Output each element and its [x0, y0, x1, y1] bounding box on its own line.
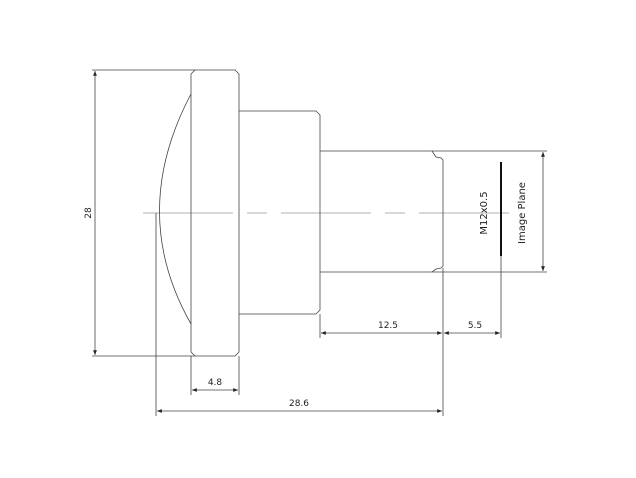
- lens-flange: [190, 69, 240, 357]
- thread-section: [320, 150, 444, 273]
- dim-back-focal: 5.5: [468, 321, 482, 331]
- dim-thread-length: 12.5: [378, 321, 398, 331]
- dim-diameter: 28: [84, 207, 94, 219]
- extension-lines: [92, 69, 547, 416]
- label-image-plane: Image Plane: [517, 182, 528, 244]
- dim-total: 28.6: [289, 399, 309, 409]
- lens-body: [239, 110, 321, 315]
- dim-flange: 4.8: [208, 378, 223, 388]
- front-lens-dome: [159, 93, 192, 325]
- label-thread: M12x0.5: [479, 191, 490, 234]
